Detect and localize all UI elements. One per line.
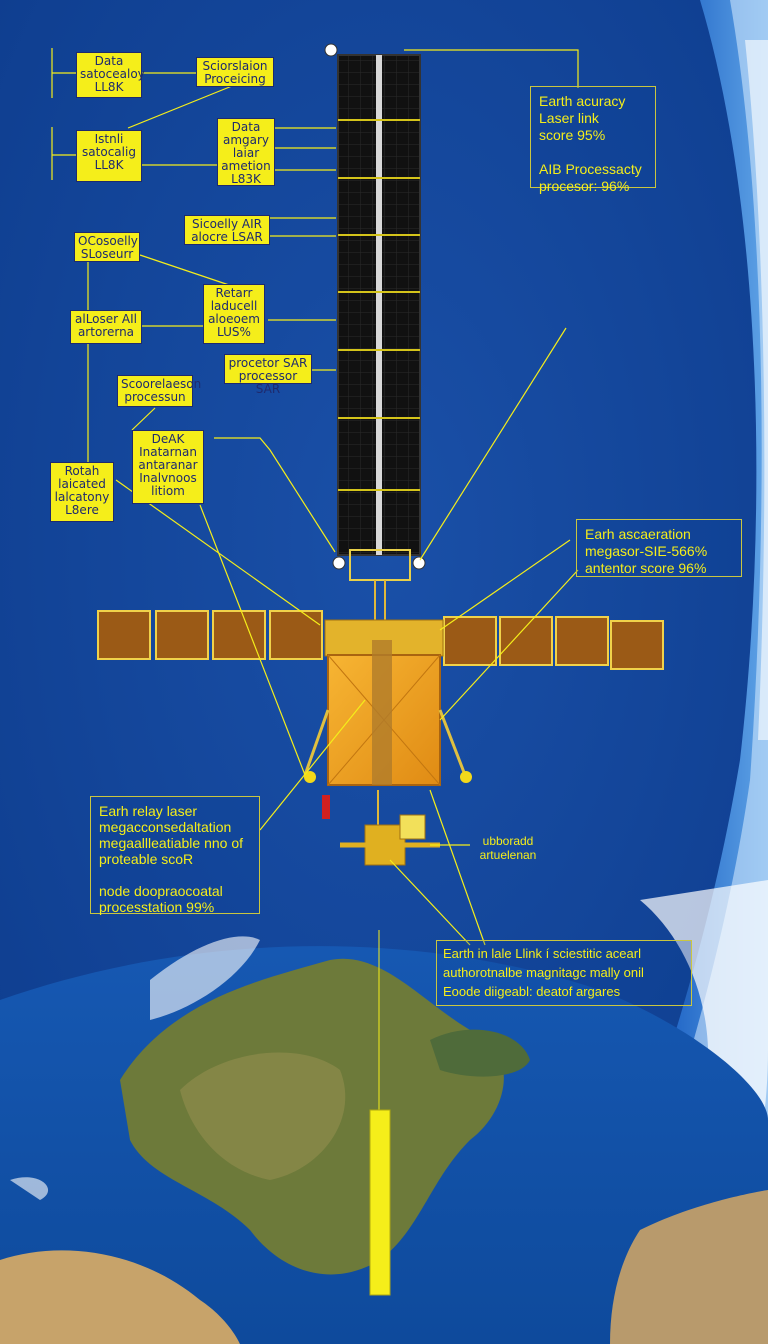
label-data-accuracy: Data amgary laiar ametion L83K	[217, 118, 275, 186]
label-antenna: ubboradd artuelenan	[479, 834, 537, 862]
leader-lines	[51, 48, 579, 946]
label-data-link-upper: Data satocealoy LL8K	[76, 52, 145, 98]
antenna-module	[322, 795, 440, 866]
label-dak-instrument: DeAK Inatarnan antaranar Inalvnoos litio…	[132, 430, 204, 504]
truss-mast	[374, 580, 386, 830]
callout-earth-accuracy: Earth acuracy Laser link score 95% AIB P…	[530, 86, 656, 194]
label-science-processing: Sciorslaion Proceicing	[196, 57, 274, 87]
label-rotating-antenna: Rotah laicated lalcatony L8ere	[50, 462, 114, 522]
label-science-processor: Scoorelaeson processun	[117, 375, 201, 407]
callout-earth-relay-laser: Earh relay laser megacconsedaltation meg…	[90, 796, 260, 915]
satellite-bus	[303, 619, 472, 786]
label-sar-processor: procetor SAR processor SAR	[224, 354, 312, 396]
label-scientific-sensor: OCosoelly SLoseurr	[74, 232, 140, 262]
callout-earth-observation: Earh ascaeration megasor-SIE-566% antent…	[576, 519, 742, 577]
callout-earth-link: Earth in lale Llink í sciestitic acearl …	[436, 940, 692, 1006]
downlink-beam-bar	[369, 1109, 391, 1296]
right-solar-wing	[443, 616, 664, 670]
label-laser-antenna: alLoser AIl artorerna	[70, 310, 142, 344]
label-relay-module: Retarr laducell aloeoem LUS%	[203, 284, 265, 344]
label-sar-sensor: Sicoelly AIR alocre LSAR	[184, 215, 270, 245]
vertical-solar-array	[324, 43, 426, 581]
label-data-link-lower: Istnli satocalig LL8K	[76, 130, 142, 182]
left-solar-wing	[97, 610, 323, 660]
